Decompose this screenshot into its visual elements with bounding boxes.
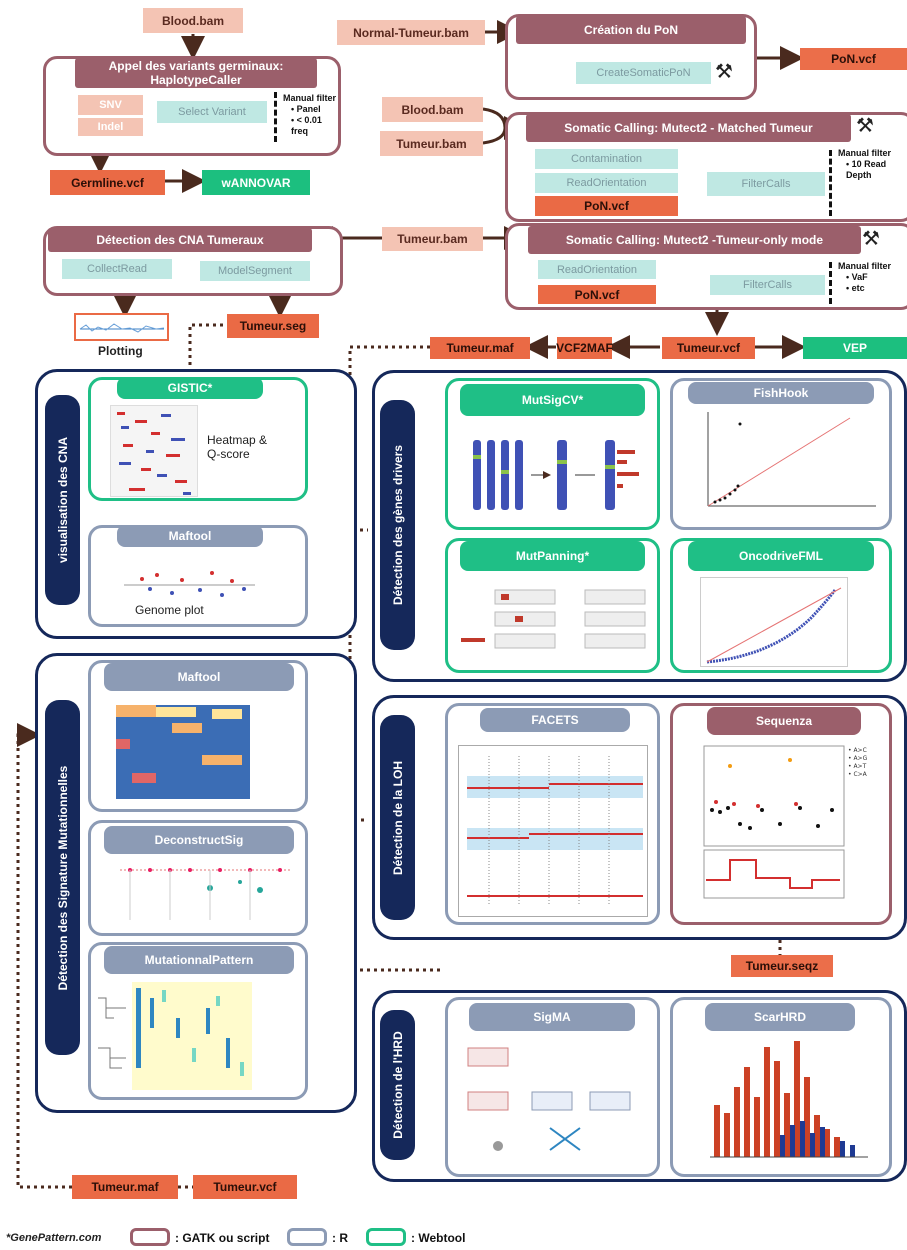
mutpanning-title: MutPanning* [460, 541, 645, 571]
tonly-manual-filter: Manual filter • VaF • etc [838, 261, 892, 293]
mutect-matched-title: Somatic Calling: Mutect2 - Matched Tumeu… [526, 114, 851, 142]
filter-divider [829, 262, 832, 304]
tumeur-bam-mid-chip: Tumeur.bam [380, 131, 483, 156]
pon-vcf-input: PoN.vcf [535, 196, 678, 216]
legend-webtool-swatch [366, 1228, 406, 1246]
normal-tumeur-bam-chip: Normal-Tumeur.bam [337, 20, 485, 45]
wannovar-chip: wANNOVAR [202, 170, 310, 195]
oncodrivefml-qq-plot [700, 577, 848, 667]
indel-chip: Indel [78, 118, 143, 136]
mutsigcv-figure [455, 420, 650, 524]
loh-label: Détection de la LOH [380, 715, 415, 920]
sequenza-title: Sequenza [707, 707, 861, 735]
cna-visualisation-label: visualisation des CNA [45, 395, 80, 605]
hammer-pick-icon: ⚒ [715, 61, 733, 83]
deconstructsig-title: DeconstructSig [104, 826, 294, 854]
oncodrivefml-title: OncodriveFML [688, 541, 874, 571]
fishhook-qq-plot [690, 408, 880, 520]
tumeur-seqz-chip: Tumeur.seqz [731, 955, 833, 977]
mutpanning-figure [455, 576, 650, 666]
facets-cn-plot [458, 745, 648, 917]
legend-webtool-label: : Webtool [411, 1231, 466, 1245]
fishhook-title: FishHook [688, 382, 874, 404]
hammer-pick-icon: ⚒ [856, 115, 874, 137]
germline-vcf-chip: Germline.vcf [50, 170, 165, 195]
select-variant-tool: Select Variant [157, 101, 267, 123]
model-segment-tool: ModelSegment [200, 261, 310, 281]
svg-text:• A>C: • A>C [848, 747, 867, 754]
genome-plot-caption: Genome plot [135, 603, 204, 617]
filter-calls-tool: FilterCalls [710, 275, 825, 295]
tumeur-seg-chip: Tumeur.seg [227, 314, 319, 338]
scarhrd-title: ScarHRD [705, 1003, 855, 1031]
gistic-heatmap [110, 405, 198, 497]
mutationnalpattern-title: MutationnalPattern [104, 946, 294, 974]
blood-bam-chip: Blood.bam [143, 8, 243, 33]
tumeur-bam-cna-chip: Tumeur.bam [382, 227, 483, 251]
filter-calls-tool: FilterCalls [707, 172, 825, 196]
legend-gatk-swatch [130, 1228, 170, 1246]
maftool-sig-title: Maftool [104, 663, 294, 691]
read-orientation-tool: ReadOrientation [535, 173, 678, 193]
tumeur-maf-bottom-chip: Tumeur.maf [72, 1175, 178, 1199]
facets-title: FACETS [480, 708, 630, 732]
heatmap-caption: Heatmap & Q-score [207, 433, 268, 461]
sigma-title: SigMA [469, 1003, 635, 1031]
read-orientation-tool: ReadOrientation [538, 260, 656, 279]
mutsigcv-title: MutSigCV* [460, 384, 645, 416]
svg-text:• A>G: • A>G [848, 755, 868, 762]
tumeur-vcf-bottom-chip: Tumeur.vcf [193, 1175, 297, 1199]
svg-text:• A>T: • A>T [848, 763, 867, 770]
vep-chip: VEP [803, 337, 907, 359]
cna-title: Détection des CNA Tumeraux [48, 228, 312, 252]
plotting-label: Plotting [98, 344, 143, 358]
filter-divider [829, 150, 832, 216]
pon-vcf-input: PoN.vcf [538, 285, 656, 304]
svg-text:• C>A: • C>A [848, 771, 868, 778]
germline-manual-filter: Manual filter • Panel • < 0.01 freq [283, 93, 337, 136]
create-somatic-pon-tool: CreateSomaticPoN [576, 62, 711, 84]
mutect-tonly-title: Somatic Calling: Mutect2 -Tumeur-only mo… [528, 226, 861, 254]
snv-chip: SNV [78, 95, 143, 115]
sigma-figure [460, 1040, 650, 1170]
tumeur-maf-chip: Tumeur.maf [430, 337, 530, 359]
maftool-sig-heatmap [112, 693, 257, 803]
hammer-pick-icon: ⚒ [862, 228, 880, 250]
genome-plot [122, 563, 257, 601]
pon-title: Création du PoN [516, 16, 746, 44]
signatures-label: Détection des Signature Mutationnelles [45, 700, 80, 1055]
germline-calling-title: Appel des variants germinaux: HaplotypeC… [75, 58, 317, 88]
maftool-cna-title: Maftool [117, 525, 263, 547]
drivers-label: Détection des gènes drivers [380, 400, 415, 650]
collect-read-tool: CollectRead [62, 259, 172, 279]
tumeur-vcf-chip: Tumeur.vcf [662, 337, 755, 359]
vcf2maf-chip: VCF2MAF [556, 337, 613, 359]
filter-divider [274, 92, 277, 142]
gistic-title: GISTIC* [117, 377, 263, 399]
legend-r-swatch [287, 1228, 327, 1246]
sequenza-plot: • A>C• A>G• A>T• C>A [700, 740, 880, 915]
matched-manual-filter: Manual filter • 10 Read Depth [838, 148, 892, 180]
deconstructsig-dotplot [100, 860, 295, 932]
cna-plot-thumbnail [74, 313, 169, 341]
legend-gatk-label: : GATK ou script [175, 1231, 270, 1245]
legend-r-label: : R [332, 1231, 348, 1245]
contamination-tool: Contamination [535, 149, 678, 169]
scarhrd-histogram [700, 1037, 875, 1169]
blood-bam-mid-chip: Blood.bam [382, 97, 483, 122]
pon-vcf-chip: PoN.vcf [800, 48, 907, 70]
genepattern-note: *GenePattern.com [6, 1232, 102, 1244]
hrd-label: Détection de l'HRD [380, 1010, 415, 1160]
mutationnalpattern-heatmap [96, 978, 264, 1094]
